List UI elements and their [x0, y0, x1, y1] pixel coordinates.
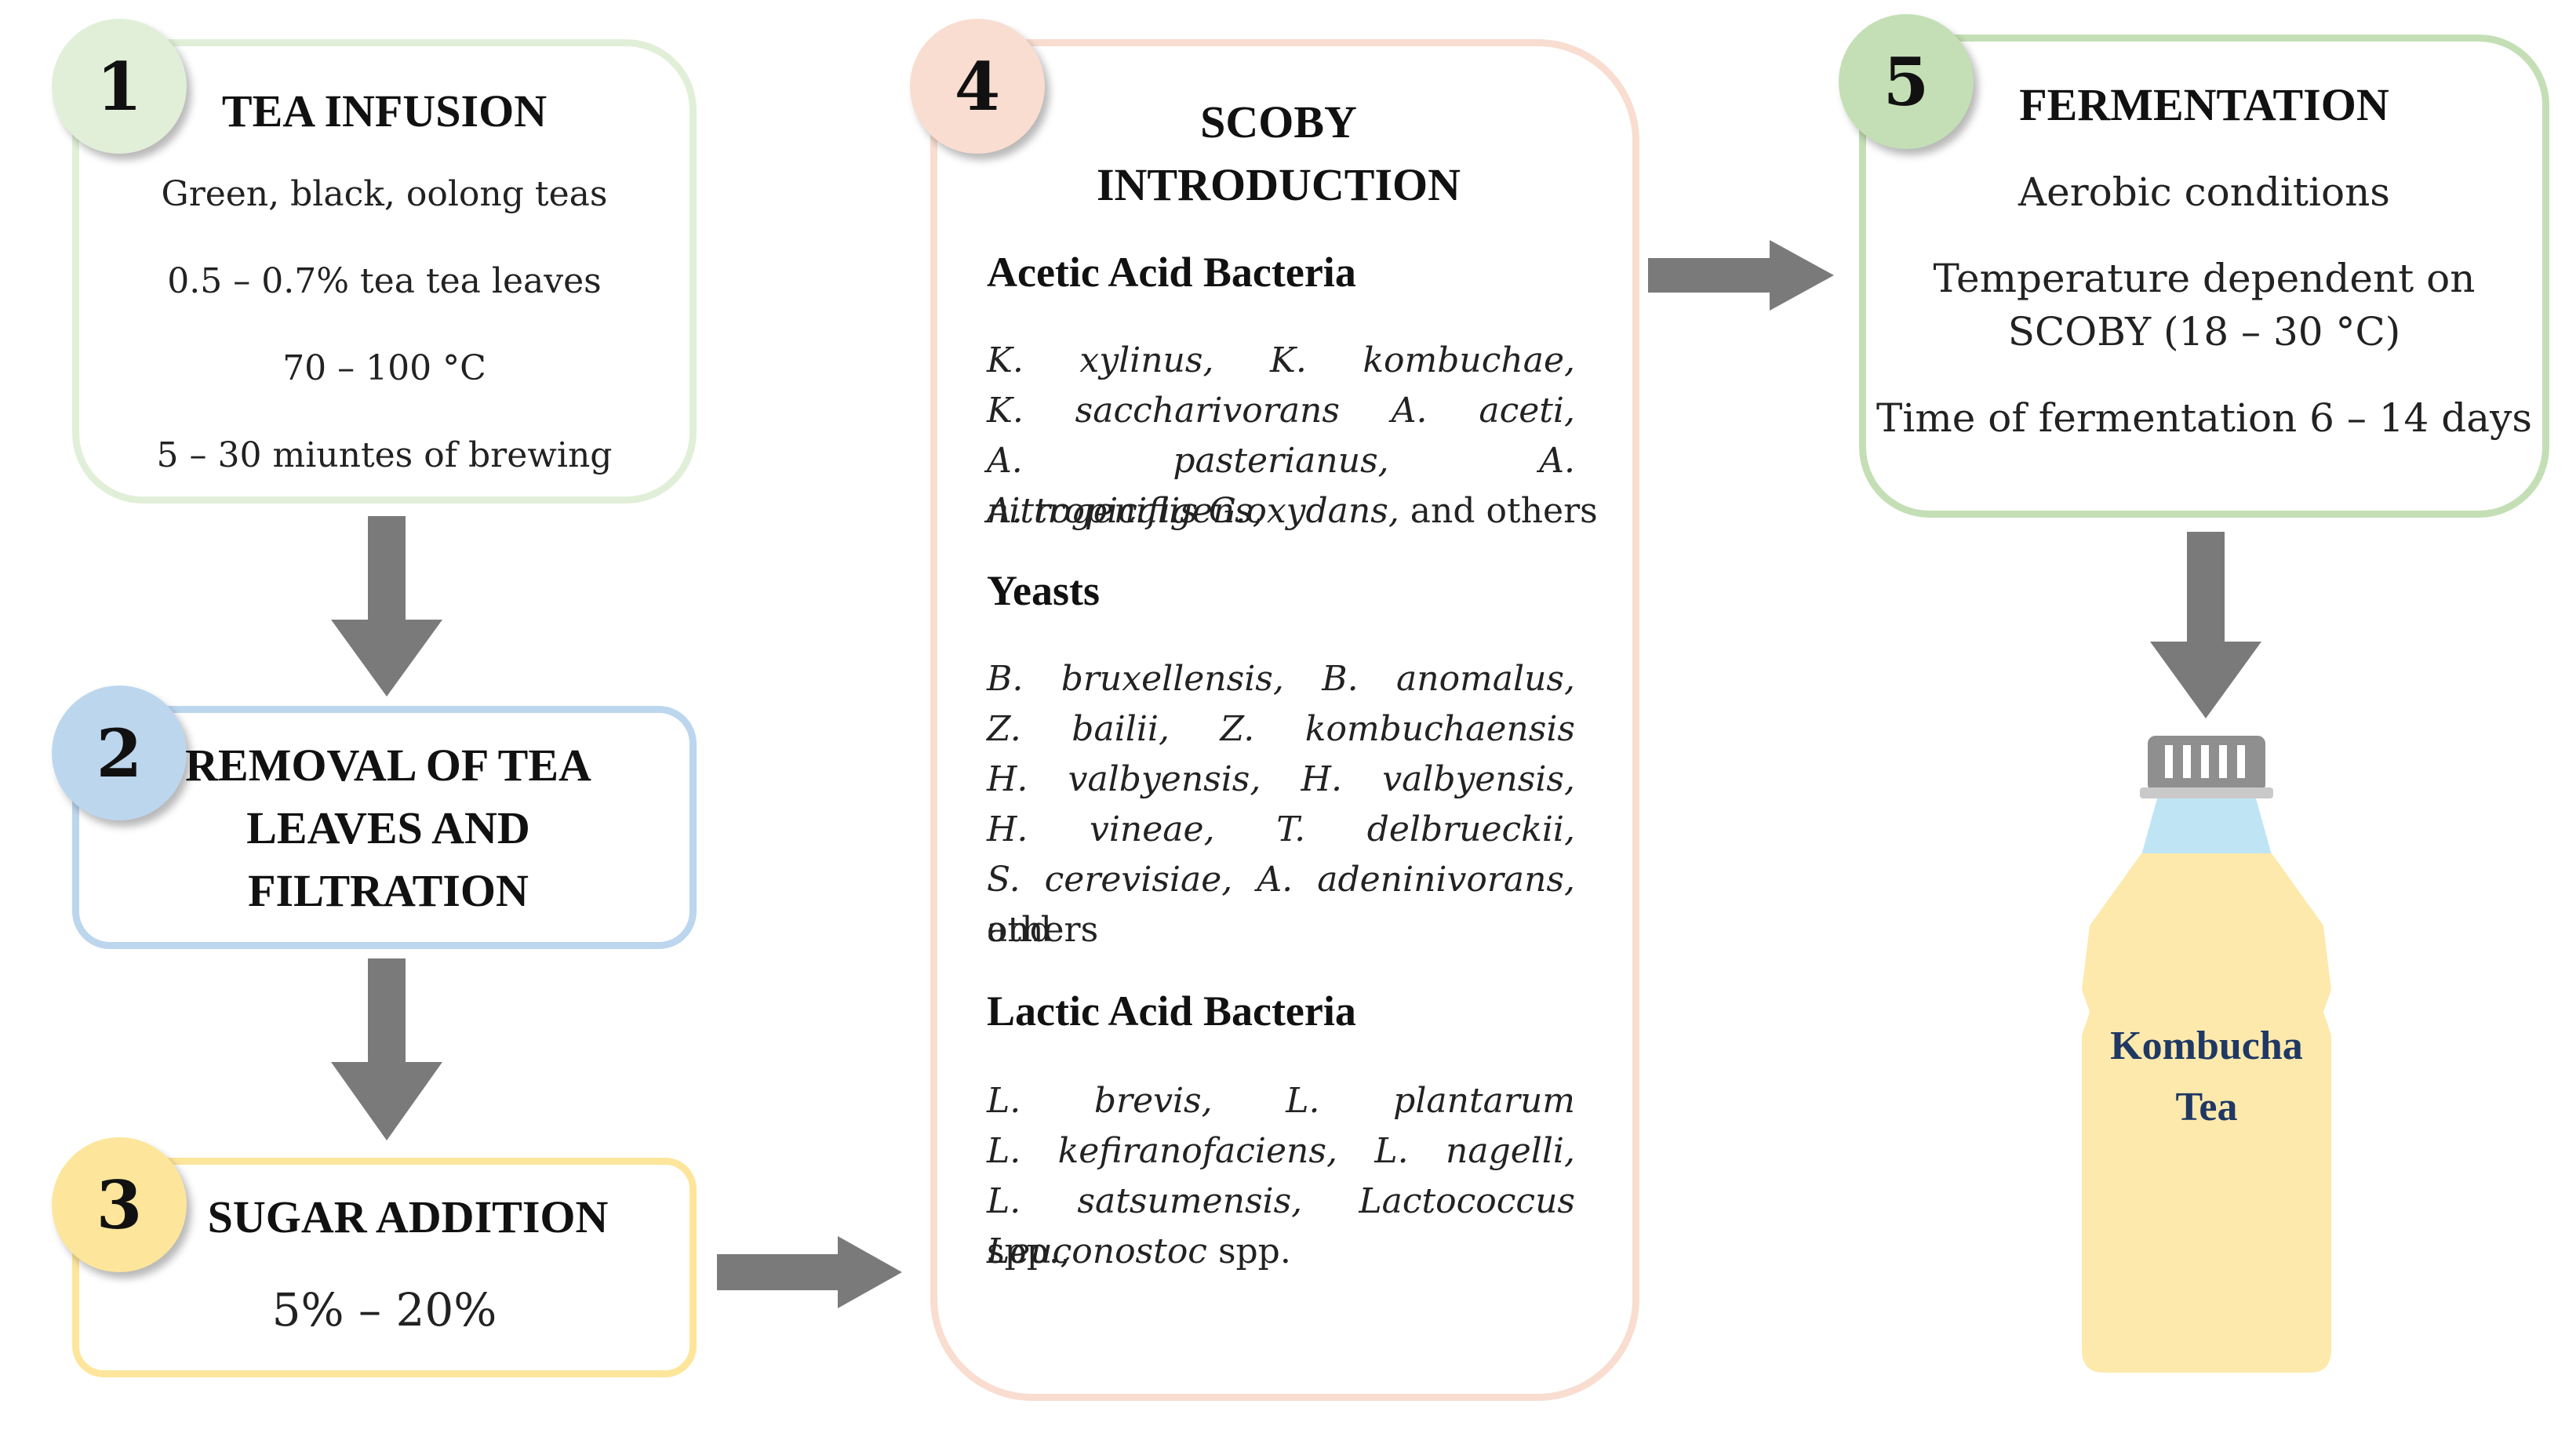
step4-box: [930, 39, 1639, 1401]
step5-line-3: SCOBY (18 – 30 °C): [2007, 309, 2401, 355]
yeasts-row-6: others: [987, 910, 1099, 950]
step1-number: 1: [96, 47, 143, 125]
step4-title-line-2: INTRODUCTION: [1096, 159, 1461, 210]
step5-line-1: Aerobic conditions: [2018, 169, 2390, 215]
step2-title-line-3: FILTRATION: [248, 865, 529, 916]
yeasts-row-5-species: S. cerevisiae, A. adeninivorans,: [987, 860, 1575, 900]
step2-number: 2: [96, 714, 143, 792]
kombucha-bottle-icon: [2082, 736, 2331, 1373]
yeasts-row-1: B. bruxellensis, B. anomalus,: [987, 659, 1575, 699]
acetic-row-1: K. xylinus, K. kombuchae,: [987, 340, 1575, 380]
step3-number-badge: 3: [52, 1137, 187, 1272]
bottle-label-line-2: Tea: [2175, 1085, 2238, 1129]
acetic-row-4-tail: and others: [1399, 491, 1598, 531]
bottle-label-line-1: Kombucha: [2110, 1024, 2303, 1068]
step2-number-badge: 2: [52, 686, 187, 820]
acetic-row-4-species: A. tropicalis G.oxydans,: [987, 491, 1399, 531]
lactic-row-3: L. satsumensis, Lactococcus spp.,: [987, 1177, 1575, 1277]
step5-line-2: Temperature dependent on: [1933, 256, 2476, 301]
acetic-row-2: K. saccharivorans A. aceti,: [987, 391, 1575, 431]
step3-number: 3: [96, 1166, 143, 1244]
yeasts-heading: Yeasts: [987, 567, 1100, 614]
acetic-row-4: A. tropicalis G.oxydans, and others: [987, 486, 1598, 536]
step4-number: 4: [954, 47, 1001, 125]
step1-line-2: 0.5 – 0.7% tea tea leaves: [167, 261, 602, 301]
yeasts-row-5-tail: and: [987, 910, 1052, 950]
lactic-row-4-species: Leuconostoc: [987, 1231, 1207, 1271]
lactic-heading: Lactic Acid Bacteria: [987, 987, 1356, 1035]
step1-title: TEA INFUSION: [221, 85, 548, 136]
yeasts-row-2: Z. bailii, Z. kombuchaensis: [987, 709, 1575, 749]
lactic-row-3-species: L. satsumensis, Lactococcus: [987, 1181, 1575, 1221]
step1-box: [72, 39, 697, 504]
step1-line-4: 5 – 30 miuntes of brewing: [156, 435, 613, 475]
acetic-heading: Acetic Acid Bacteria: [987, 249, 1356, 296]
lactic-row-1: L. brevis, L. plantarum: [987, 1081, 1575, 1121]
step5-box: [1859, 35, 2549, 518]
lactic-row-4-tail: spp.: [1206, 1231, 1291, 1271]
step1-line-3: 70 – 100 °C: [282, 348, 486, 388]
step5-number-badge: 5: [1839, 14, 1974, 149]
arrow-step5-to-bottle: [2150, 532, 2261, 718]
step2-title-line-2: LEAVES AND: [246, 802, 530, 853]
step4-title-line-1: SCOBY: [1200, 96, 1357, 147]
arrow-step2-to-step3: [331, 958, 442, 1140]
step1-number-badge: 1: [52, 19, 187, 154]
arrow-step1-to-step2: [331, 516, 442, 696]
step5-title: FERMENTATION: [2019, 79, 2389, 130]
arrow-step3-to-step4: [717, 1236, 902, 1308]
yeasts-row-5: S. cerevisiae, A. adeninivorans, and: [987, 855, 1575, 955]
step3-title: SUGAR ADDITION: [207, 1191, 609, 1242]
step4-number-badge: 4: [910, 19, 1045, 154]
lactic-row-4: Leuconostoc spp.: [987, 1227, 1291, 1277]
yeasts-row-4: H. vineae, T. delbrueckii,: [987, 809, 1575, 849]
acetic-row-3: A. pasterianus, A. nitrogenifigens,: [987, 441, 1575, 531]
step5-line-4: Time of fermentation 6 – 14 days: [1876, 395, 2532, 441]
step5-number: 5: [1883, 42, 1930, 121]
step1-line-1: Green, black, oolong teas: [161, 174, 608, 214]
step2-title-line-1: REMOVAL OF TEA: [185, 740, 591, 791]
lactic-row-2: L. kefiranofaciens, L. nagelli,: [987, 1131, 1575, 1171]
step3-line: 5% – 20%: [271, 1283, 497, 1337]
yeasts-row-3: H. valbyensis, H. valbyensis,: [987, 759, 1575, 799]
lactic-row-3-tail: spp.,: [987, 1231, 1071, 1271]
arrow-step4-to-step5: [1648, 240, 1834, 311]
